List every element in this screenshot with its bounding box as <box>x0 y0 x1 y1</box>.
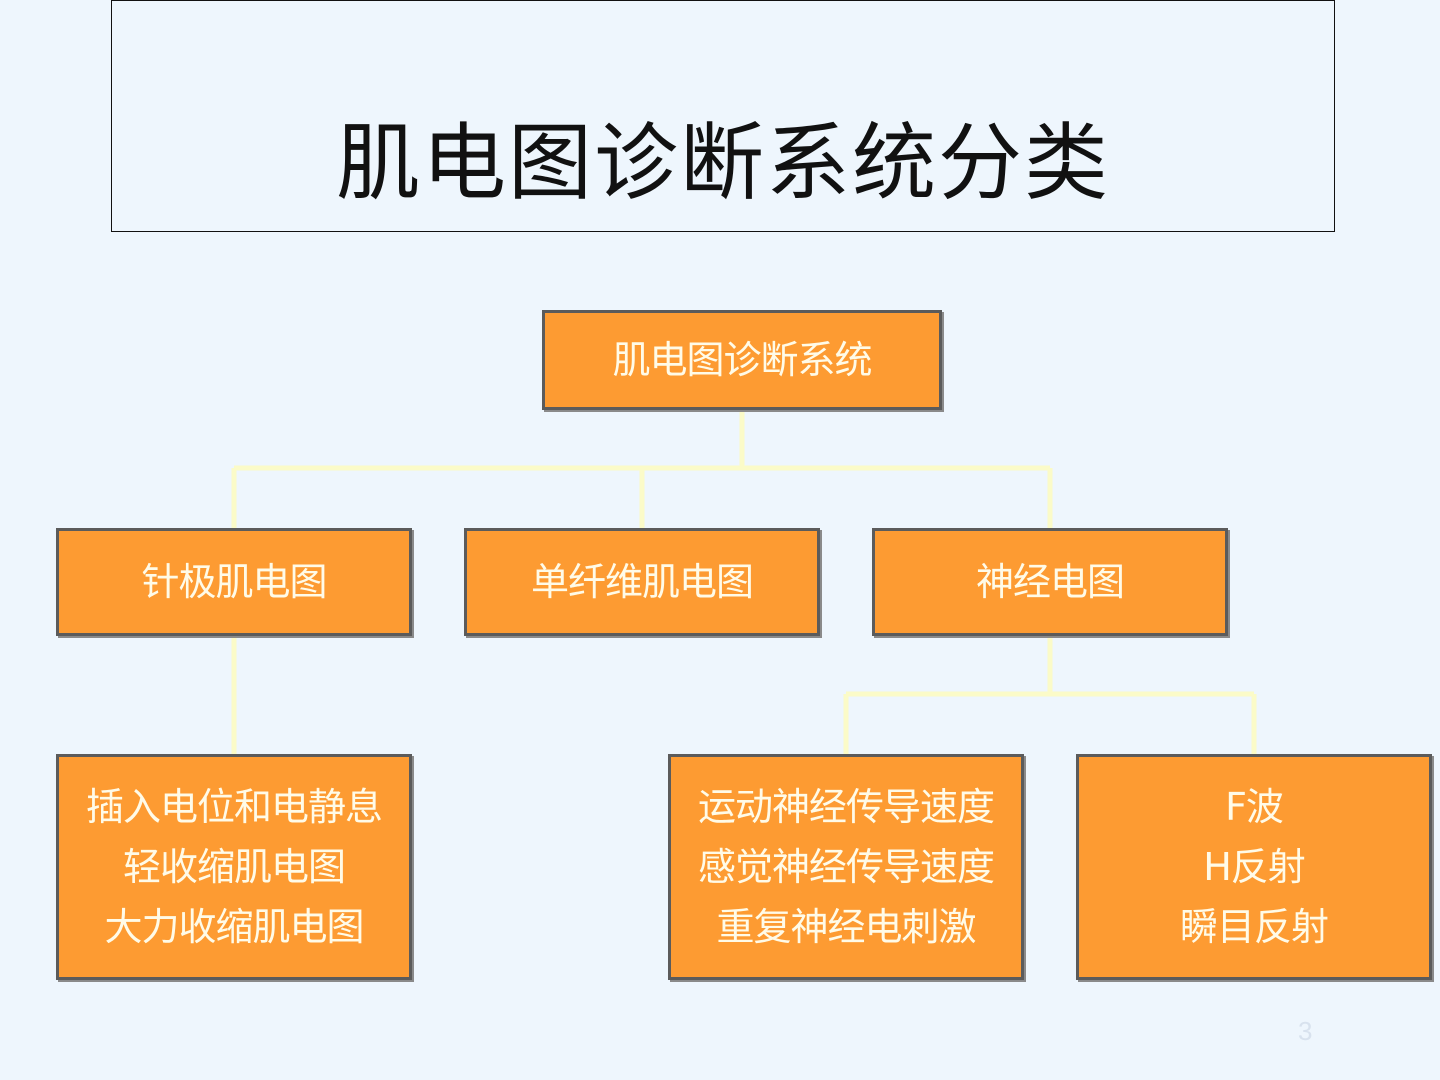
node-needle-emg: 针极肌电图 <box>56 528 412 636</box>
node-single-fiber-emg: 单纤维肌电图 <box>464 528 820 636</box>
node-needle-children: 插入电位和电静息 轻收缩肌电图 大力收缩肌电图 <box>56 754 412 980</box>
list-item: 插入电位和电静息 <box>85 785 383 829</box>
slide-title: 肌电图诊断系统分类 <box>335 113 1110 212</box>
page-number: 3 <box>1298 1016 1313 1046</box>
title-box: 肌电图诊断系统分类 <box>111 0 1335 232</box>
list-item: 重复神经电刺激 <box>716 905 976 949</box>
node-root-label: 肌电图诊断系统 <box>612 338 872 382</box>
node-root: 肌电图诊断系统 <box>542 310 942 410</box>
node-nerve-conduction-label: 神经电图 <box>975 560 1125 604</box>
list-item: 大力收缩肌电图 <box>104 905 364 949</box>
node-conduction-studies: 运动神经传导速度 感觉神经传导速度 重复神经电刺激 <box>668 754 1024 980</box>
node-needle-emg-label: 针极肌电图 <box>141 560 327 604</box>
list-item: 轻收缩肌电图 <box>122 845 346 889</box>
node-single-fiber-emg-label: 单纤维肌电图 <box>530 560 754 604</box>
list-item: H反射 <box>1203 845 1306 889</box>
list-item: 瞬目反射 <box>1179 905 1329 949</box>
list-item: 运动神经传导速度 <box>697 785 995 829</box>
list-item: 感觉神经传导速度 <box>697 845 995 889</box>
node-reflex-studies: F波 H反射 瞬目反射 <box>1076 754 1432 980</box>
list-item: F波 <box>1225 785 1284 829</box>
node-nerve-conduction: 神经电图 <box>872 528 1228 636</box>
